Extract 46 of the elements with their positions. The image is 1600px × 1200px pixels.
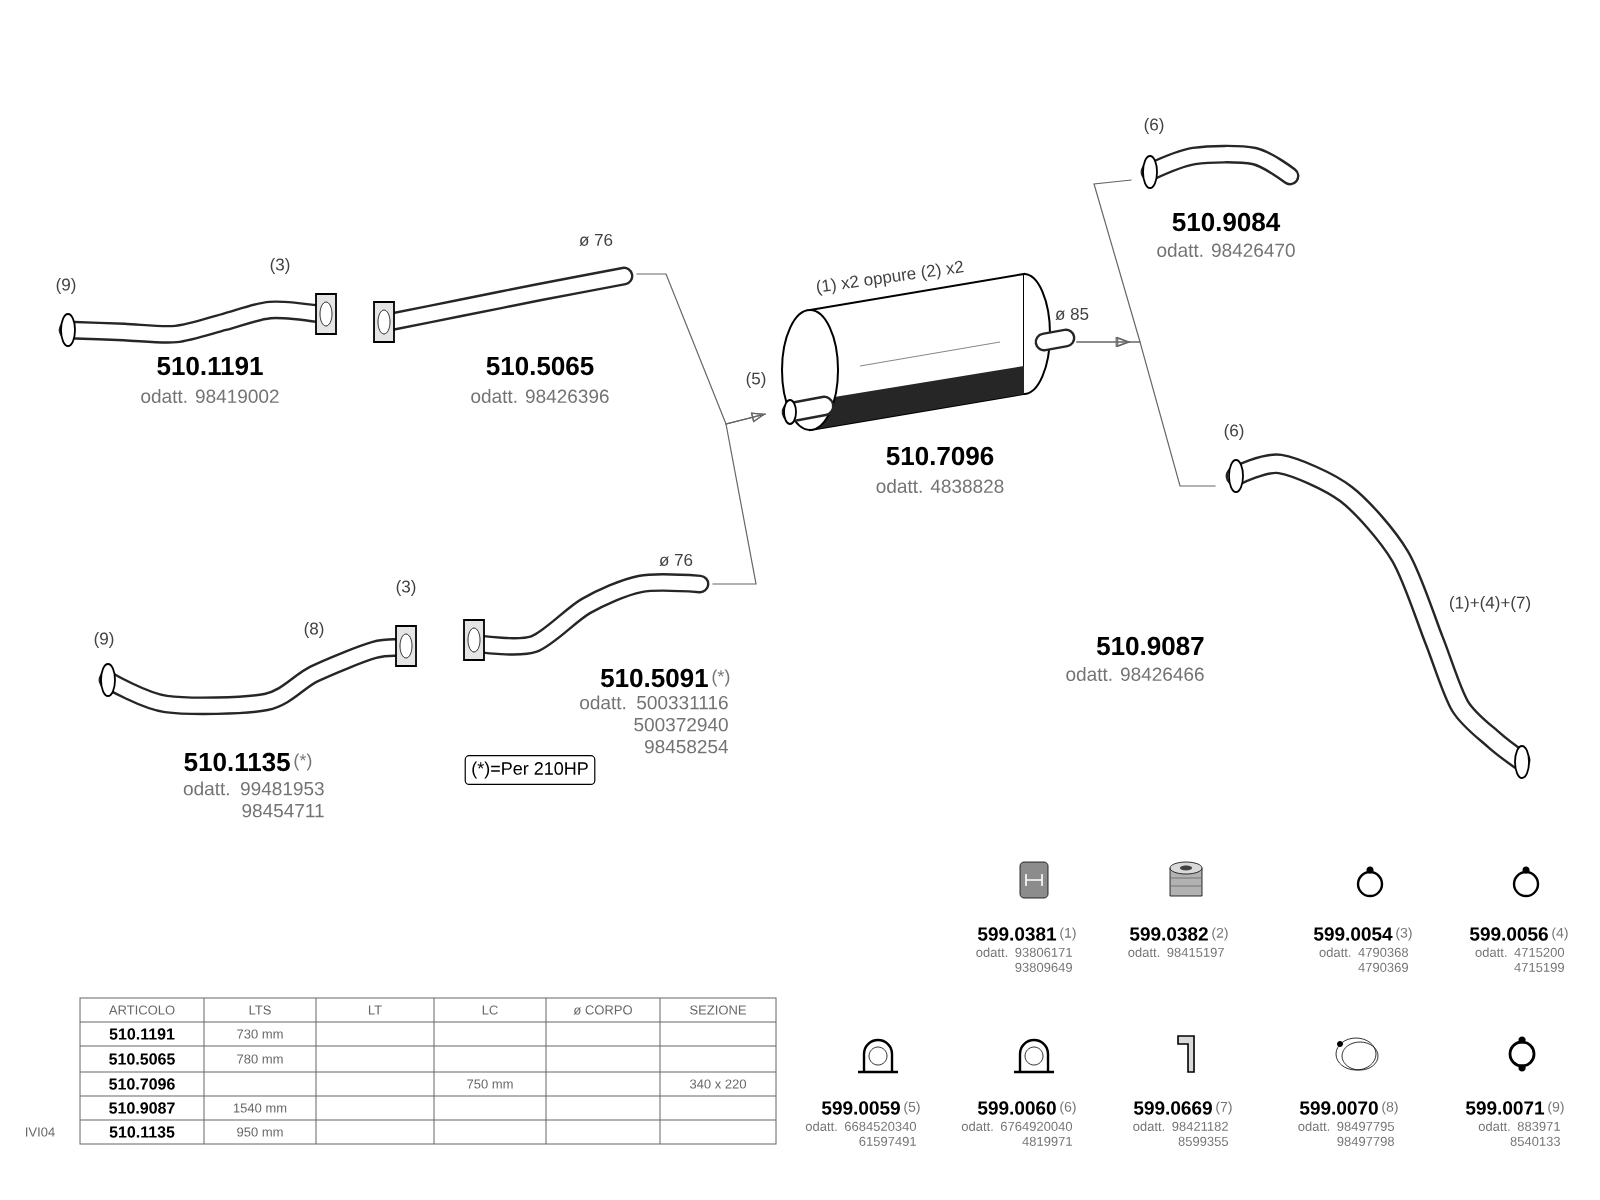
part-number: 510.9084 <box>1172 212 1281 232</box>
diameter-label: ø 76 <box>659 553 693 567</box>
diameter-label: ø 76 <box>579 233 613 247</box>
part-number: 510.1191 <box>157 356 263 376</box>
callout-number: (8) <box>304 622 324 638</box>
table-cell: 510.1135 <box>109 1126 175 1138</box>
footnote-mark: (*) <box>294 753 312 771</box>
part-number: 599.0381 <box>977 927 1057 941</box>
connector-arrow <box>1075 336 1217 487</box>
part-number: 599.0060 <box>977 1101 1056 1115</box>
part-number: 510.5065 <box>486 356 594 376</box>
part-number: 599.0059 <box>821 1101 900 1115</box>
table-cell: 510.1191 <box>109 1028 175 1040</box>
reference-number: odatt. 500331116 500372940 98458254 <box>580 695 729 754</box>
diameter-label: ø 85 <box>1055 307 1089 321</box>
callout-number: (6) <box>1224 424 1244 440</box>
callout-number: (9) <box>94 632 114 648</box>
part-number: 599.0071 <box>1465 1101 1545 1115</box>
part-number: 599.0056 <box>1469 927 1548 941</box>
part-number: 510.9087 <box>1097 636 1204 656</box>
reference-number: odatt. 98426470 <box>1157 243 1295 257</box>
part-number: 510.7096 <box>886 446 994 466</box>
table-cell: 510.9087 <box>109 1102 175 1114</box>
reference-number: odatt. 98419002 <box>141 389 279 403</box>
note-box: (*)=Per 210HP <box>464 755 596 785</box>
footnote-mark: (*) <box>712 669 730 687</box>
reference-number: odatt. 4838828 <box>876 479 1004 493</box>
callout-number: (6) <box>1144 118 1164 134</box>
part-number: 510.1135 <box>184 752 290 772</box>
callout-number: (3) <box>270 258 290 274</box>
callout-number: (3) <box>396 580 416 596</box>
part-number: 599.0054 <box>1313 927 1393 941</box>
reference-number: odatt. 98426466 <box>1066 667 1204 681</box>
callout-number: (9) <box>56 278 76 294</box>
reference-number: odatt. 99481953 98454711 <box>183 781 324 818</box>
callout-number: (5) <box>746 372 766 388</box>
reference-number: odatt. 98426396 <box>471 389 609 403</box>
part-number: 599.0382 <box>1129 927 1208 941</box>
table-cell: 510.5065 <box>109 1053 175 1065</box>
quantity-note: (1) x2 oppure (2) x2 <box>817 260 964 296</box>
part-number: 599.0669 <box>1133 1101 1212 1115</box>
connector-arrow <box>711 412 767 585</box>
part-number: 510.5091 <box>601 668 708 688</box>
callout-number: (1)+(4)+(7) <box>1450 596 1531 612</box>
part-number: 599.0070 <box>1299 1101 1378 1115</box>
table-cell: 510.7096 <box>109 1078 175 1090</box>
